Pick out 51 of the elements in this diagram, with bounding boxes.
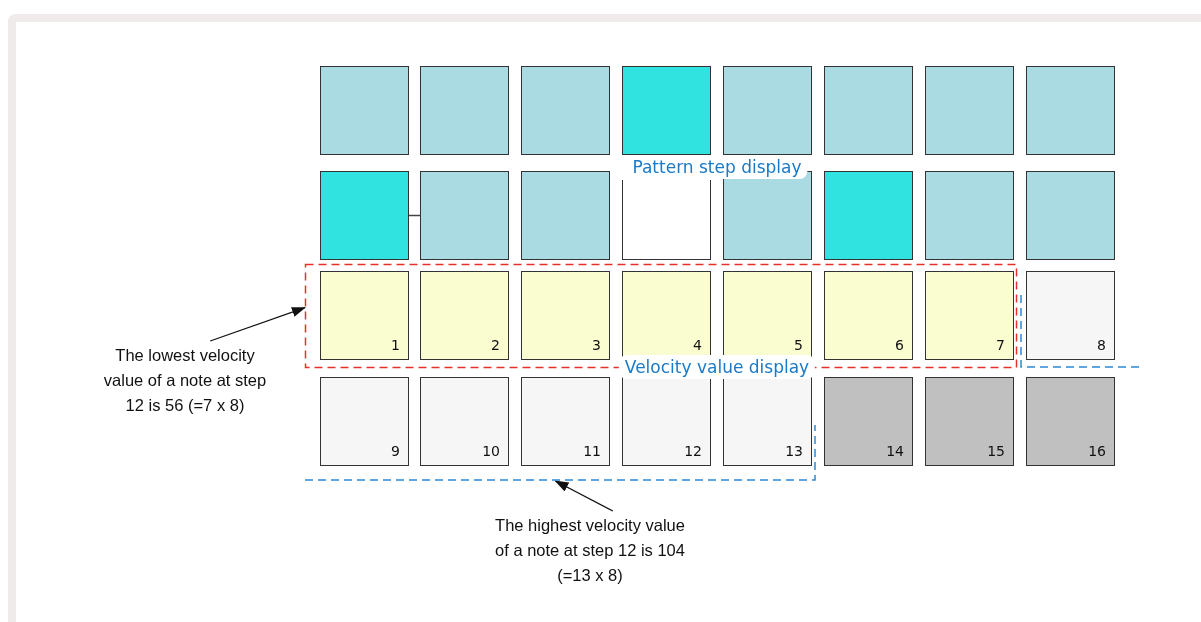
pad (521, 377, 610, 466)
step-number: 8 (1097, 337, 1106, 353)
pad (622, 377, 711, 466)
section-label: Velocity value display (618, 355, 816, 379)
dashed-outline (305, 425, 816, 481)
step-number: 12 (684, 443, 702, 459)
step-number: 15 (987, 443, 1005, 459)
pad (420, 66, 509, 155)
pad (521, 271, 610, 360)
step-number: 7 (996, 337, 1005, 353)
pad (320, 377, 409, 466)
pad (723, 377, 812, 466)
pad (824, 171, 913, 260)
step-number: 16 (1088, 443, 1106, 459)
pad (420, 271, 509, 360)
step-number: 6 (895, 337, 904, 353)
step-number: 1 (391, 337, 400, 353)
step-number: 5 (794, 337, 803, 353)
pad (320, 271, 409, 360)
step-number: 9 (391, 443, 400, 459)
step-number: 2 (491, 337, 500, 353)
pad (320, 171, 409, 260)
pad (622, 66, 711, 155)
leader-arrow (209, 307, 306, 342)
step-number: 11 (583, 443, 601, 459)
pad (1026, 271, 1115, 360)
step-number: 13 (785, 443, 803, 459)
pad (420, 171, 509, 260)
pad (420, 377, 509, 466)
callout-text: The lowest velocity value of a note at step 12 is 56 (=7 x 8) (95, 343, 275, 418)
pad (1026, 171, 1115, 260)
callout-text: The highest velocity value of a note at step 12 is 104 (=13 x 8) (495, 513, 685, 588)
pad (622, 180, 711, 260)
step-number: 3 (592, 337, 601, 353)
pad (1026, 66, 1115, 155)
pad (521, 66, 610, 155)
pad (925, 377, 1014, 466)
pad (1026, 377, 1115, 466)
pad (925, 171, 1014, 260)
step-number: 14 (886, 443, 904, 459)
pad (521, 171, 610, 260)
pad (320, 66, 409, 155)
pad (925, 66, 1014, 155)
pad (824, 271, 913, 360)
pad (723, 66, 812, 155)
step-number: 10 (482, 443, 500, 459)
pad (925, 271, 1014, 360)
pad (824, 66, 913, 155)
step-number: 4 (693, 337, 702, 353)
pad (824, 377, 913, 466)
leader-arrow (554, 480, 614, 512)
